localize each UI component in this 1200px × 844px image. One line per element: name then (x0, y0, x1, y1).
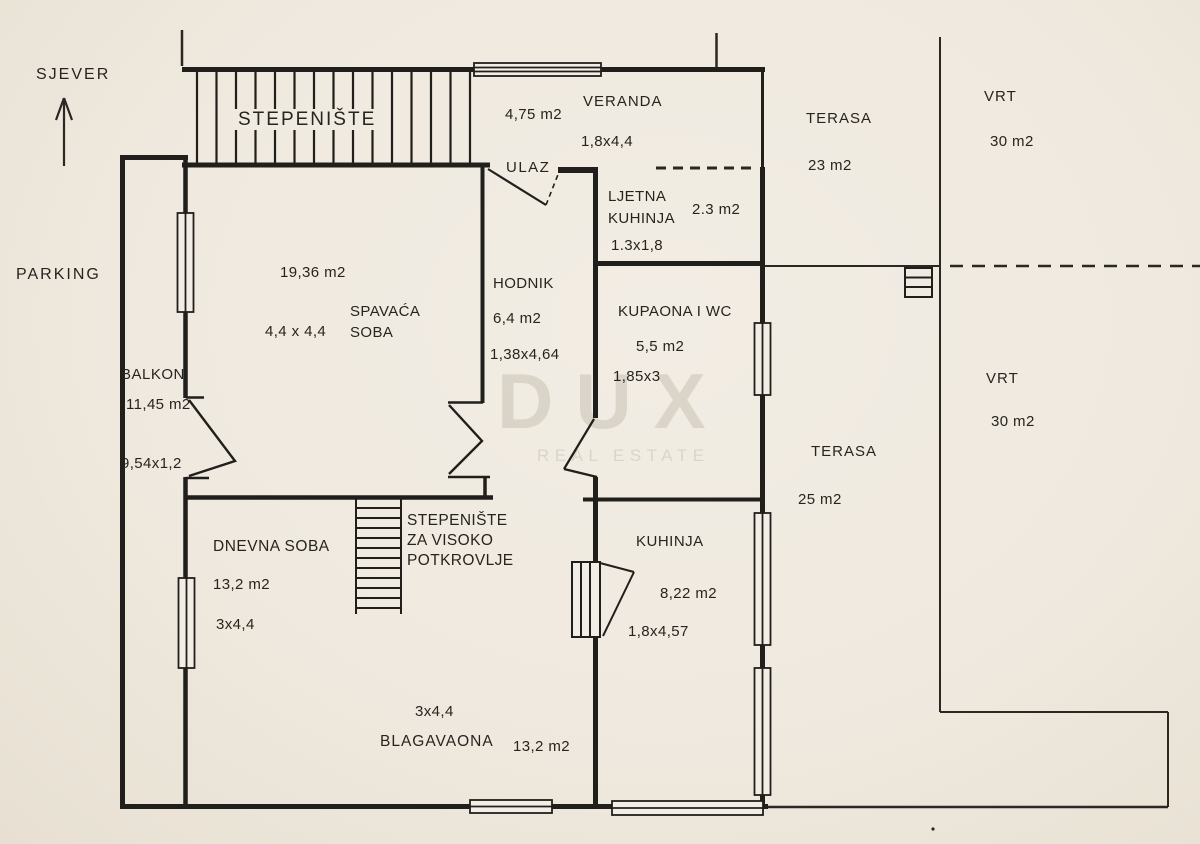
living-room-label: DNEVNA SOBA (213, 538, 330, 555)
veranda-area: 4,75 m2 (505, 106, 562, 123)
hallway-area: 6,4 m2 (493, 310, 542, 327)
terrace-upper-area: 23 m2 (808, 157, 852, 174)
summer-kitchen-label: LJETNA KUHINJA (608, 188, 675, 227)
bedroom-door (448, 401, 490, 479)
garden-lower-label: VRT (986, 370, 1019, 387)
garden-steps (904, 267, 933, 298)
parking-label: PARKING (16, 266, 101, 283)
kitchen-dims: 1,8x4,57 (628, 623, 689, 640)
exterior-staircase-label: STEPENIŠTE (233, 109, 382, 130)
living-room-dims: 3x4,4 (216, 616, 255, 633)
balcony-label: BALKON (121, 366, 185, 383)
dining-room-dims: 3x4,4 (415, 703, 454, 720)
balcony-door (186, 396, 237, 480)
entrance-door (487, 168, 560, 206)
veranda-dims: 1,8x4,4 (581, 133, 634, 150)
north-label: SJEVER (36, 66, 111, 83)
kitchen-label: KUHINJA (636, 533, 704, 550)
balcony-area: 11,45 m2 (126, 396, 191, 413)
attic-staircase-label: STEPENIŠTE ZA VISOKO POTKROVLJE (407, 512, 514, 569)
bathroom-area: 5,5 m2 (636, 338, 685, 355)
attic-staircase (355, 498, 402, 614)
site-boundary-lines (180, 30, 1200, 831)
garden-upper-label: VRT (984, 88, 1017, 105)
terrace-lower-label: TERASA (811, 443, 878, 460)
summer-kitchen-dims: 1.3x1,8 (611, 237, 664, 254)
kitchen-door (571, 561, 635, 638)
hallway-label: HODNIK (493, 275, 554, 292)
bathroom-label: KUPAONA I WC (618, 303, 732, 320)
windows (176, 62, 772, 816)
dining-room-area: 13,2 m2 (513, 738, 570, 755)
walls (120, 67, 768, 809)
dining-room-label: BLAGAVAONA (380, 733, 494, 750)
bathroom-door (563, 418, 598, 479)
doors (186, 168, 635, 638)
living-room-area: 13,2 m2 (213, 576, 270, 593)
bathroom-dims: 1,85x3 (613, 368, 661, 385)
watermark-tagline: REAL ESTATE (537, 446, 710, 465)
kitchen-area: 8,22 m2 (660, 585, 717, 602)
balcony-dims: 9,54x1,2 (121, 455, 182, 472)
hallway-dims: 1,38x4,64 (490, 346, 560, 363)
garden-upper-area: 30 m2 (990, 133, 1034, 150)
watermark-brand: DUX (497, 357, 728, 445)
veranda-label: VERANDA (583, 93, 663, 110)
summer-kitchen-area: 2.3 m2 (692, 201, 741, 218)
north-arrow-icon (54, 97, 74, 166)
terrace-lower-area: 25 m2 (798, 491, 842, 508)
garden-lower-area: 30 m2 (991, 413, 1035, 430)
bedroom-label: SPAVAĆA SOBA (350, 303, 421, 341)
entrance-label: ULAZ (506, 159, 551, 176)
bedroom-dims: 4,4 x 4,4 (265, 323, 327, 340)
bedroom-area: 19,36 m2 (280, 264, 346, 281)
terrace-upper-label: TERASA (806, 110, 873, 127)
